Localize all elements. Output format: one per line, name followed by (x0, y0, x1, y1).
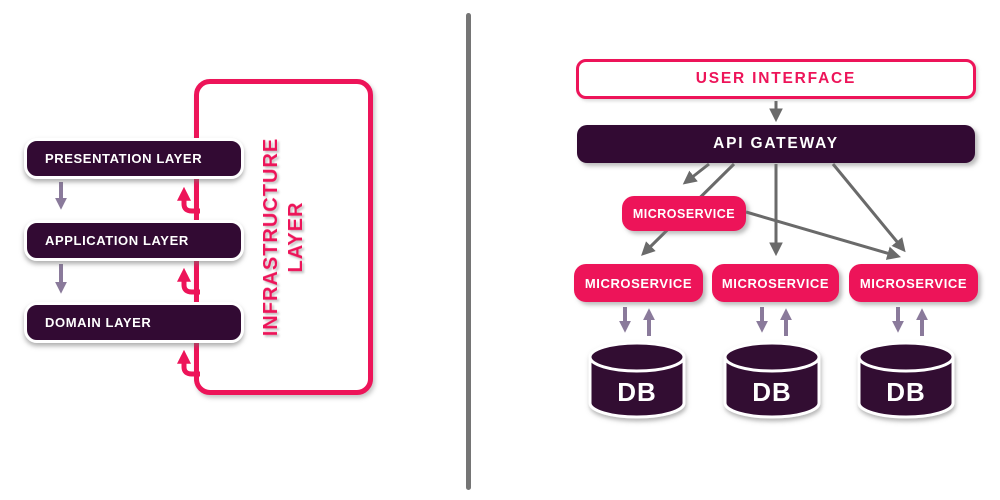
arrow-gateway-to-microservice-3 (831, 163, 906, 253)
application-layer-box: APPLICATION LAYER (24, 220, 244, 261)
arrow-gateway-to-mid-microservice (682, 162, 710, 185)
db-3-top (857, 341, 955, 373)
panel-divider (466, 13, 471, 490)
microservice-3-label: MICROSERVICE (859, 275, 968, 291)
db-1-label: DB (617, 377, 657, 407)
hook-arrow-to-application (177, 267, 200, 295)
microservice-3-box: MICROSERVICE (849, 264, 978, 302)
hook-arrow-to-presentation (177, 186, 200, 214)
application-layer-label: APPLICATION LAYER (45, 233, 189, 248)
domain-layer-label: DOMAIN LAYER (45, 315, 152, 330)
infrastructure-hook-arrows (177, 186, 200, 377)
microservice-mid-label: MICROSERVICE (632, 206, 736, 221)
microservice-1-label: MICROSERVICE (584, 275, 693, 291)
microservice-flow-arrows (641, 101, 906, 260)
db-2-body (723, 357, 821, 419)
db-cylinder-3: DB (857, 341, 955, 419)
db-2-label: DB (752, 377, 792, 407)
microservice-1-box: MICROSERVICE (574, 264, 703, 302)
db-3-body (857, 357, 955, 419)
arrow-mid-microservice-to-microservice-3 (745, 210, 901, 260)
microservice-2-label: MICROSERVICE (721, 275, 830, 291)
db-1-body (588, 357, 686, 419)
presentation-layer-box: PRESENTATION LAYER (24, 138, 244, 179)
db-3-label: DB (886, 377, 926, 407)
api-gateway-box: API GATEWAY (577, 125, 975, 163)
user-interface-box: USER INTERFACE (576, 59, 976, 99)
hook-arrow-to-domain (177, 349, 200, 377)
db-1-top (588, 341, 686, 373)
domain-layer-box: DOMAIN LAYER (24, 302, 244, 343)
db-sync-arrows (619, 307, 928, 336)
microservice-mid-box: MICROSERVICE (622, 196, 746, 231)
db-2-top (723, 341, 821, 373)
db-cylinder-1: DB (588, 341, 686, 419)
db-cylinder-2: DB (723, 341, 821, 419)
api-gateway-label: API GATEWAY (713, 135, 839, 152)
presentation-layer-label: PRESENTATION LAYER (45, 151, 203, 166)
microservice-2-box: MICROSERVICE (712, 264, 839, 302)
user-interface-label: USER INTERFACE (695, 70, 857, 87)
